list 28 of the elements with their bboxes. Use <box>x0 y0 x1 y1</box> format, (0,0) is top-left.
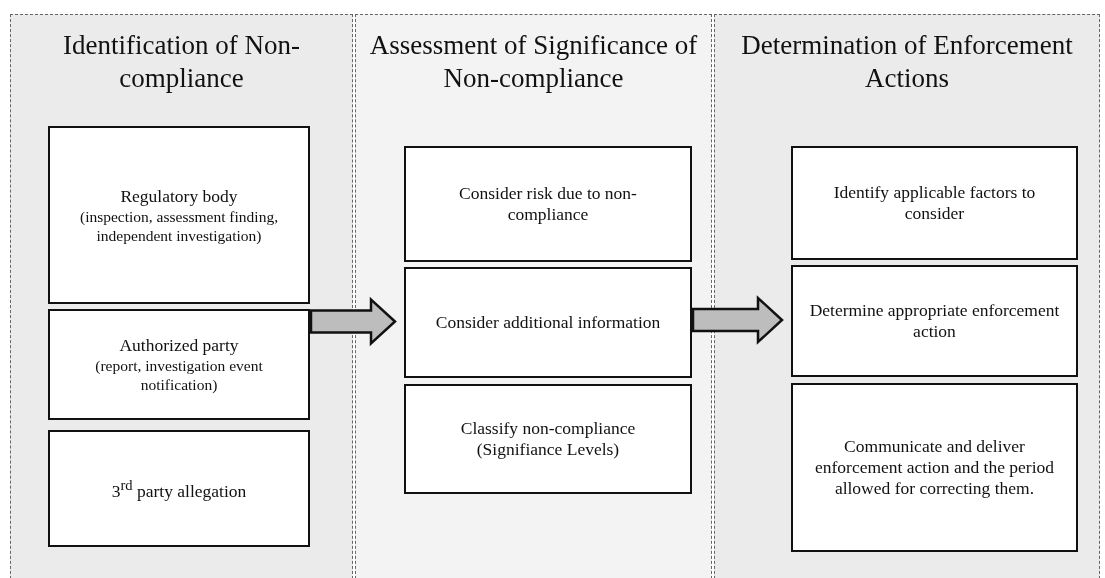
stage-panel <box>714 14 1100 578</box>
process-box <box>791 383 1078 552</box>
box-text: Classify non-compliance (Signifiance Levels) <box>459 418 637 460</box>
box-text: Communicate and deliver enforcement action and the period allowed for correcting them. <box>813 436 1056 499</box>
process-box <box>791 265 1078 377</box>
box-text: Identify applicable factors to consider <box>832 182 1037 224</box>
stage-heading: Determination of Enforcement Actions <box>740 29 1074 95</box>
process-box <box>48 430 310 547</box>
box-text: 3$^{rd}$ party allegation <box>111 476 247 502</box>
block-arrow <box>309 296 397 347</box>
box-text: Consider risk due to non-compliance <box>458 183 638 225</box>
process-box <box>791 146 1078 260</box>
box-text: Regulatory body <box>120 185 238 207</box>
process-box <box>404 267 692 378</box>
stage-panel <box>10 14 353 578</box>
stage-heading: Identification of Non-compliance <box>62 29 301 95</box>
process-box <box>404 146 692 262</box>
stage-panel <box>355 14 712 578</box>
stage-heading: Assessment of Significance of Non-compliance <box>368 29 699 95</box>
process-box <box>404 384 692 494</box>
process-box <box>48 126 310 304</box>
process-box <box>48 309 310 420</box>
box-text: Consider additional information <box>435 312 661 333</box>
box-text: Determine appropriate enforcement action <box>808 300 1061 342</box>
box-note: (inspection, assessment finding, independent investigation) <box>79 206 279 245</box>
box-text: Authorized party <box>119 335 239 356</box>
block-arrow <box>691 295 784 345</box>
box-note: (report, investigation event notification) <box>94 356 264 394</box>
